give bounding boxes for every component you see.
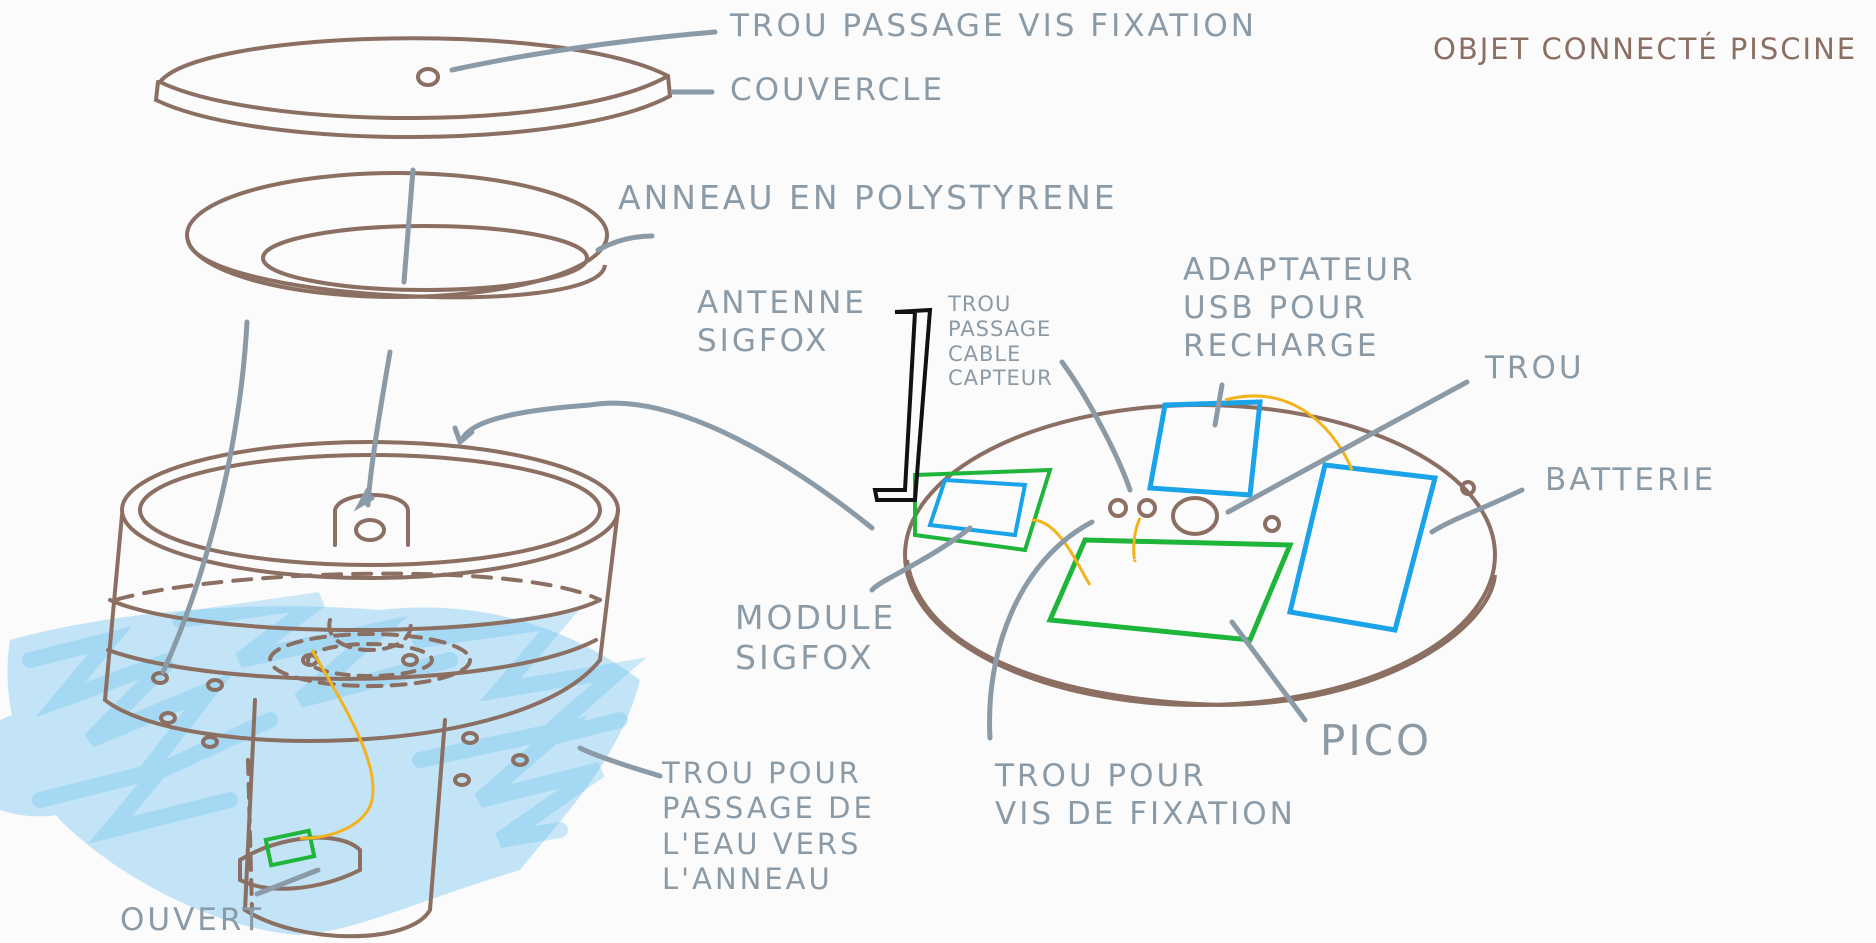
sigfox-module (913, 467, 1053, 553)
diagram-title: OBJET CONNECTÉ PISCINE (1433, 32, 1858, 66)
water-strokes (22, 592, 647, 848)
wires (1031, 394, 1354, 586)
sensor-chip (263, 828, 317, 868)
label-module-sigfox: MODULE SIGFOX (735, 598, 897, 678)
polystyrene-ring (185, 171, 609, 300)
label-antenne: ANTENNE SIGFOX (697, 285, 867, 359)
label-trou-pour-vis: TROU POUR VIS DE FIXATION (995, 758, 1296, 832)
pico-board (1046, 537, 1294, 643)
water-scribble (0, 606, 640, 935)
label-pico: PICO (1320, 716, 1433, 765)
label-trou-passage-vis: TROU PASSAGE VIS FIXATION (730, 8, 1257, 44)
cover (153, 36, 673, 139)
container (102, 440, 620, 939)
sensor-wire (299, 649, 375, 840)
label-couvercle: COUVERCLE (730, 72, 946, 108)
label-trou: TROU (1485, 350, 1585, 386)
label-trou-pour-passage-eau: TROU POUR PASSAGE DE L'EAU VERS L'ANNEAU (662, 756, 875, 897)
label-adaptateur: ADAPTATEUR USB POUR RECHARGE (1183, 252, 1416, 364)
label-trou-passage-cable: TROU PASSAGE CABLE CAPTEUR (948, 292, 1053, 391)
sigfox-antenna (872, 307, 933, 502)
usb-adapter (1147, 399, 1263, 498)
cover-screw-hole (416, 67, 440, 87)
label-batterie: BATTERIE (1545, 462, 1717, 498)
label-ouvert: OUVERT (120, 902, 265, 938)
battery (1286, 462, 1439, 633)
label-anneau: ANNEAU EN POLYSTYRENE (618, 178, 1118, 217)
leader-lines (160, 29, 1525, 897)
